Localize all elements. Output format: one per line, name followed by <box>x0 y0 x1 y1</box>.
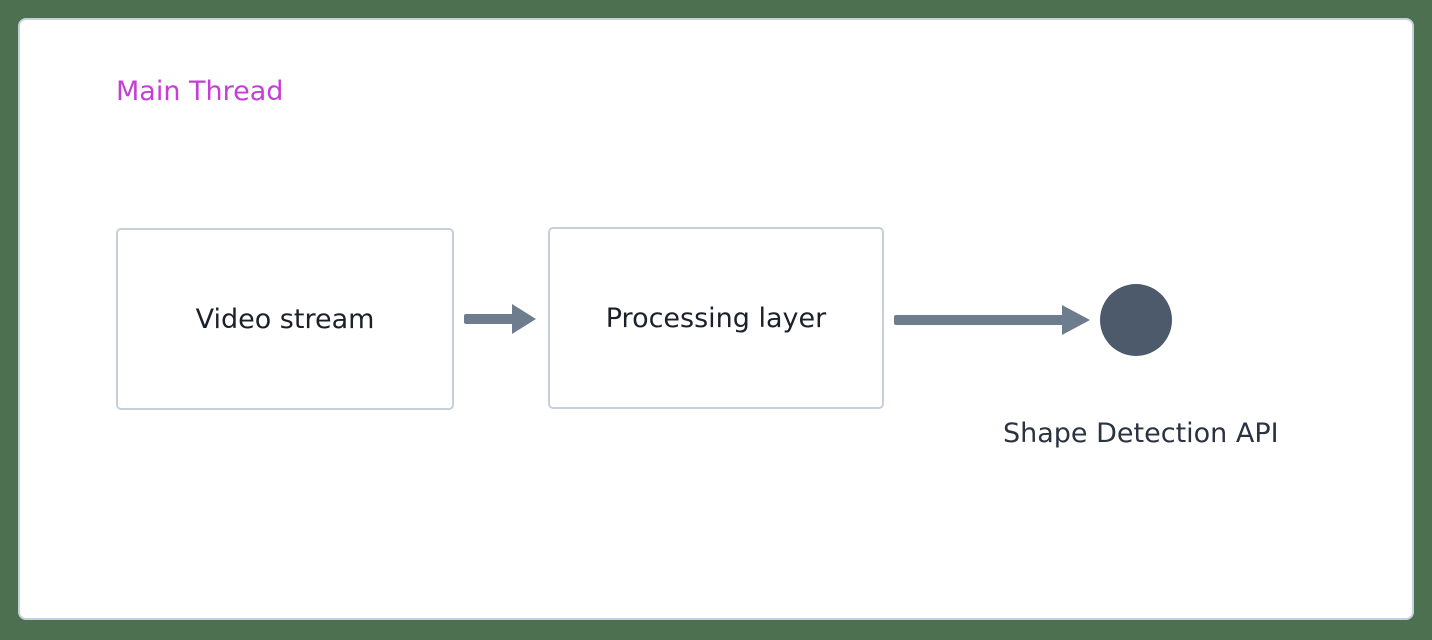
node-video-stream-label: Video stream <box>195 303 375 335</box>
node-shape-detection-api[interactable] <box>1100 284 1172 356</box>
lane-title-main-thread: Main Thread <box>116 76 284 107</box>
arrow-video-stream-to-processing-layer <box>464 304 536 334</box>
node-shape-detection-api-label: Shape Detection API <box>1003 418 1279 449</box>
node-processing-layer[interactable]: Processing layer <box>548 227 884 409</box>
node-processing-layer-label: Processing layer <box>605 302 827 334</box>
arrow-processing-layer-to-shape-detection-api <box>894 305 1090 335</box>
node-video-stream[interactable]: Video stream <box>116 228 454 410</box>
